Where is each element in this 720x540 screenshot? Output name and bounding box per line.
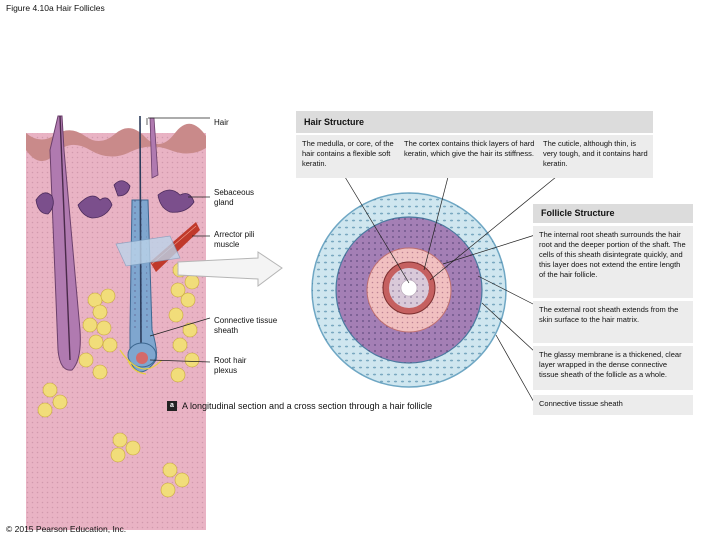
glassy-membrane-text: The glassy membrane is a thickened, clea…: [533, 346, 693, 390]
root-hair-plexus: [119, 349, 163, 375]
adipose-tissue: [37, 262, 200, 498]
copyright: © 2015 Pearson Education, Inc.: [6, 524, 127, 534]
epidermis: [26, 123, 206, 162]
label-hair: Hair: [214, 118, 229, 127]
internal-root-sheath-text: The internal root sheath surrounds the h…: [533, 226, 693, 298]
leader-lines: [146, 117, 557, 405]
caption-text: A longitudinal section and a cross secti…: [182, 401, 433, 411]
figure-caption: a A longitudinal section and a cross sec…: [167, 401, 432, 411]
label-root-plexus: Root hair plexus: [214, 356, 247, 375]
arrow-to-cross-section: [177, 251, 283, 287]
hair-structure-title: Hair Structure: [296, 111, 653, 133]
follicle-structure-title: Follicle Structure: [533, 204, 693, 223]
hair-shaft: [139, 115, 142, 346]
connective-sheath-text: Connective tissue sheath: [533, 395, 693, 415]
sebaceous-glands: [35, 180, 195, 219]
medulla-text: The medulla, or core, of the hair contai…: [302, 139, 394, 168]
cross-section: [311, 192, 507, 388]
label-arrector-pili: Arrector pili muscle: [214, 230, 255, 249]
section-plane: [115, 235, 181, 267]
medulla: [400, 279, 418, 297]
label-sebaceous-gland: Sebaceous gland: [214, 188, 255, 207]
skin-longitudinal-section: [26, 115, 206, 530]
hair-structure-panel: [296, 135, 653, 178]
label-connective-sheath: Connective tissue sheath: [214, 316, 278, 335]
figure-title: Figure 4.10a Hair Follicles: [6, 3, 105, 13]
cuticle-text: The cuticle, although thin, is very toug…: [543, 139, 648, 168]
cortex-text: The cortex contains thick layers of hard…: [404, 139, 535, 158]
caption-badge: a: [167, 401, 177, 411]
external-root-sheath-text: The external root sheath extends from th…: [533, 301, 693, 343]
hair-papilla: [136, 352, 148, 364]
